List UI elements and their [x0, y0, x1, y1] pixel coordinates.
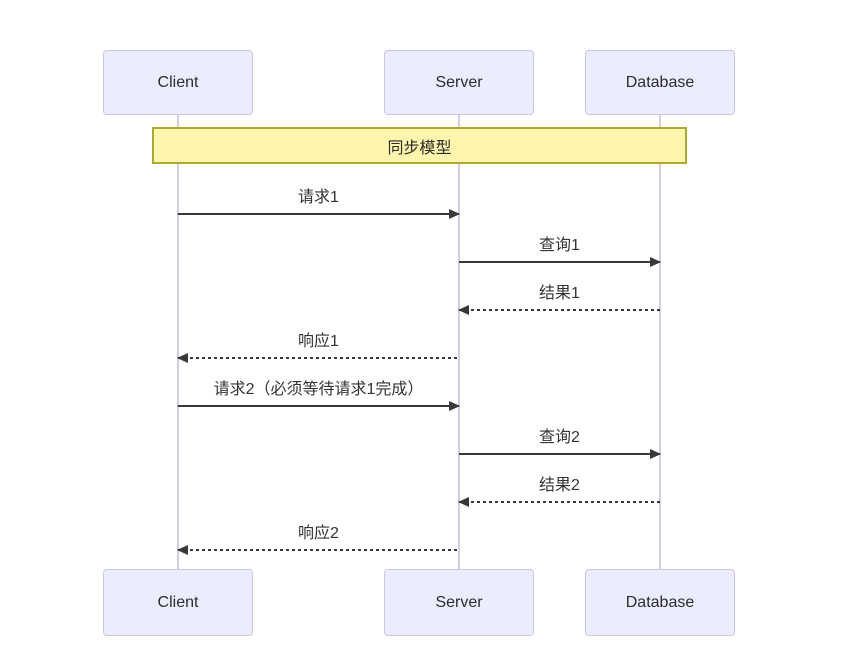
- message-line: [178, 549, 459, 551]
- participant-label-database: Database: [625, 73, 695, 91]
- message-request-1: 请求1: [178, 185, 460, 219]
- participant-box-client-top: Client: [103, 50, 253, 115]
- message-label: 请求1: [298, 189, 339, 206]
- lifeline-server: [458, 115, 460, 570]
- message-query-1: 查询1: [459, 233, 661, 267]
- message-label: 查询2: [539, 429, 580, 446]
- message-line: [459, 261, 660, 263]
- note-sync-model: 同步模型: [152, 127, 687, 164]
- message-label: 请求2（必须等待请求1完成）: [213, 381, 424, 398]
- participant-label-client: Client: [157, 593, 199, 611]
- arrowhead-left-icon: [177, 353, 188, 363]
- message-line: [459, 501, 660, 503]
- arrowhead-left-icon: [458, 497, 469, 507]
- message-response-2: 响应2: [177, 521, 459, 555]
- message-request-2: 请求2（必须等待请求1完成）: [178, 377, 460, 411]
- lifeline-client: [177, 115, 179, 570]
- note-label: 同步模型: [387, 139, 452, 157]
- arrowhead-right-icon: [650, 257, 661, 267]
- arrowhead-right-icon: [650, 449, 661, 459]
- message-response-1: 响应1: [177, 329, 459, 363]
- arrowhead-left-icon: [177, 545, 188, 555]
- participant-label-client: Client: [157, 73, 199, 91]
- participant-label-database: Database: [625, 593, 695, 611]
- message-line: [178, 213, 459, 215]
- message-label: 响应1: [298, 333, 339, 350]
- message-label: 响应2: [298, 525, 339, 542]
- participant-label-server: Server: [435, 593, 483, 611]
- participant-box-server-bottom: Server: [384, 569, 534, 636]
- message-line: [178, 405, 459, 407]
- participant-box-database-bottom: Database: [585, 569, 735, 636]
- message-line: [459, 453, 660, 455]
- participant-box-database-top: Database: [585, 50, 735, 115]
- participant-label-server: Server: [435, 73, 483, 91]
- arrowhead-left-icon: [458, 305, 469, 315]
- message-label: 结果2: [539, 477, 580, 494]
- lifeline-database: [659, 115, 661, 570]
- message-query-2: 查询2: [459, 425, 661, 459]
- arrowhead-right-icon: [449, 401, 460, 411]
- participant-box-server-top: Server: [384, 50, 534, 115]
- arrowhead-right-icon: [449, 209, 460, 219]
- message-line: [178, 357, 459, 359]
- message-label: 结果1: [539, 285, 580, 302]
- message-line: [459, 309, 660, 311]
- message-result-2: 结果2: [458, 473, 660, 507]
- participant-box-client-bottom: Client: [103, 569, 253, 636]
- message-label: 查询1: [539, 237, 580, 254]
- message-result-1: 结果1: [458, 281, 660, 315]
